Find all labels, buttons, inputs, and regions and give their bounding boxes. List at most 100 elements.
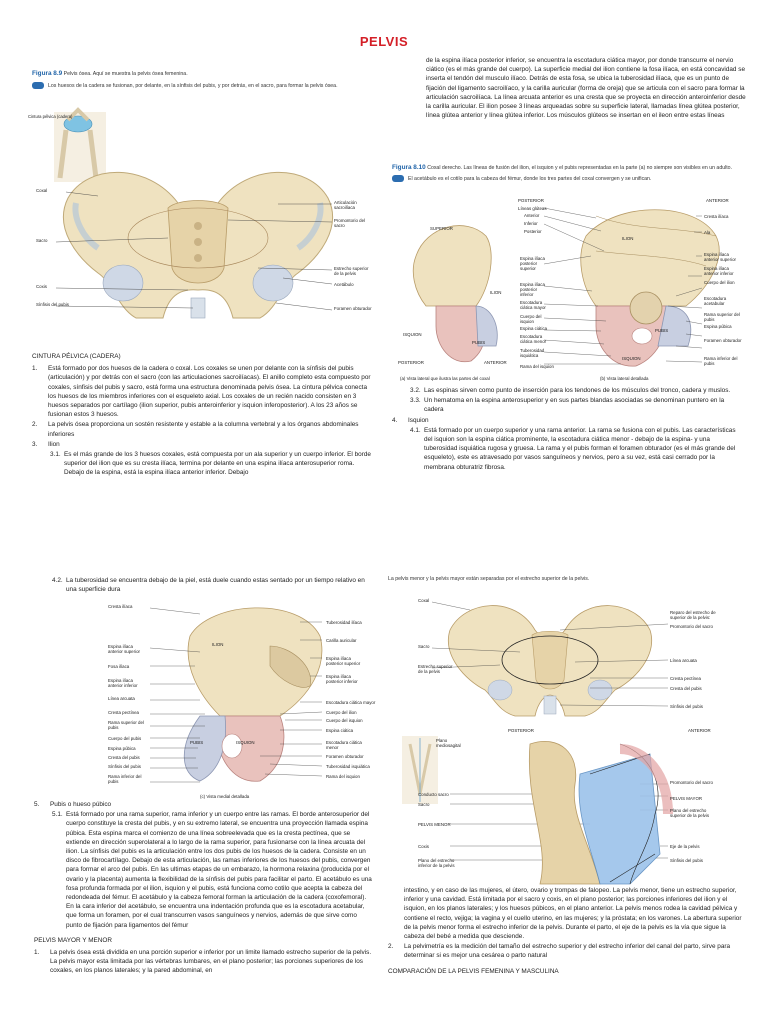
label-plano-sup: Plano del estrecho superior de la pelvis xyxy=(670,808,710,819)
label-anterior-a: ANTERIOR xyxy=(484,360,507,365)
ilion-continuation: de la espina ilíaca posterior inferior, … xyxy=(426,56,746,121)
label-rama-sup-pubis: Rama superior del pubis xyxy=(108,720,144,731)
label-ilion-a: ILION xyxy=(490,290,502,295)
pelvis-illustration xyxy=(54,107,334,319)
label-espina-post-inf: Espina ilíaca posterior inferior xyxy=(520,282,545,298)
coxal-b xyxy=(580,209,720,367)
label-espina-post-sup: Espina ilíaca posterior superior xyxy=(326,656,361,667)
label-anterior-l: Anterior xyxy=(524,213,540,218)
label-isquion: ISQUION xyxy=(236,740,255,745)
label-cresta-pectinea: Cresta pectínea xyxy=(108,710,139,715)
label-foramen: Foramen obturador xyxy=(334,306,372,311)
pelvis-sagittal-illustration xyxy=(402,736,673,885)
label-espina-ciatica: Espina ciática xyxy=(520,326,548,331)
label-promontorio2: Promontorio del sacro xyxy=(670,780,713,785)
pubis-section: 5.Pubis o hueso púbico 5.1.Está formado … xyxy=(34,800,374,977)
list-subitem: 3.1.Es el más grande de los 3 huesos cox… xyxy=(50,451,371,477)
label-pelvis-menor: PELVIS MENOR xyxy=(418,822,451,827)
label-anterior: ANTERIOR xyxy=(688,728,711,733)
label-rama-inf-pubis: Rama inferior del pubis xyxy=(108,774,142,785)
label-espina-ciatica: Espina ciática xyxy=(326,728,354,733)
label-cuerpo-isquion: Cuerpo del isquion xyxy=(326,718,363,723)
label-escotadura-mayor: Escotadura ciática mayor xyxy=(326,700,376,705)
ilion-isquion-section: 3.2.Las espinas sirven como punto de ins… xyxy=(392,386,744,473)
figure-caption: La pelvis menor y la pelvis mayor están … xyxy=(388,576,590,582)
label-acetabulo: Acetábulo xyxy=(334,282,354,287)
section-heading: CINTURA PÉLVICA (CADERA) xyxy=(32,353,121,360)
label-posterior-b: POSTERIOR xyxy=(518,198,544,203)
label-ala: Ala xyxy=(704,230,711,235)
cintura-pelvica-section: CINTURA PÉLVICA (CADERA) 1.Está formado … xyxy=(32,348,372,479)
figure-8-9-caption: Figura 8.9 Pelvis ósea. Aquí se muestra … xyxy=(32,70,362,90)
paragraph: intestino, y en caso de las mujeres, el … xyxy=(404,887,742,941)
figure-note: El acetábulo es el cotilo para la cabeza… xyxy=(408,175,652,182)
figure-label: Figura 8.10 xyxy=(392,164,426,171)
label-art-sacroiliaca: Articulación sacroilíaca xyxy=(334,200,357,211)
label-espina-ant-sup: Espina ilíaca anterior superior xyxy=(704,252,736,263)
label-promontorio: Promontorio del sacro xyxy=(334,218,365,229)
label-espina-post-inf: Espina ilíaca posterior inferior xyxy=(326,674,358,685)
tuberosidad-section: 4.2.La tuberosidad se encuentra debajo d… xyxy=(34,576,374,595)
label-estrecho: Estrecho superior de la pelvis xyxy=(334,266,369,277)
figure-caption: Pelvis ósea. Aquí se muestra la pelvis ó… xyxy=(63,71,188,77)
label-eje: Eje de la pelvis xyxy=(670,844,700,849)
list-item: 1.Está formado por dos huesos de la cade… xyxy=(32,365,371,419)
label-carilla: Carilla auricular xyxy=(326,638,357,643)
label-sacro: Sacro xyxy=(418,644,430,649)
label-escotadura-menor: Escotadura ciática menor xyxy=(520,334,547,345)
coxal-medial-illustration xyxy=(183,607,323,782)
section-heading: PELVIS MAYOR Y MENOR xyxy=(34,936,113,944)
list-item: 1.La pelvis ósea está dividida en una po… xyxy=(34,949,372,975)
label-coxal: Coxal xyxy=(36,188,48,193)
label-anterior-b: ANTERIOR xyxy=(706,198,729,203)
list-item: 2.La pelvis ósea proporciona un sostén r… xyxy=(32,421,359,438)
list-item: 5.Pubis o hueso púbico xyxy=(34,801,112,808)
label-inferior-l: Inferior xyxy=(524,221,538,226)
figure-subcaption-b: (b) Vista lateral detallada xyxy=(600,376,649,381)
figure-8-10-caption: Figura 8.10 Coxal derecho. Las líneas de… xyxy=(392,164,744,183)
label-sinfisis: Sínfisis del pubis xyxy=(108,764,141,769)
list-subitem: 4.1.Está formado por un cuerpo superior … xyxy=(410,426,736,471)
label-fosa-iliaca: Fosa ilíaca xyxy=(108,664,130,669)
label-isquion-b: ISQUION xyxy=(622,356,641,361)
label-cuerpo-ilion: Cuerpo del ilion xyxy=(704,280,735,285)
label-foramen-obt: Foramen obturador xyxy=(704,338,742,343)
label-ilion: ILION xyxy=(212,642,224,647)
label-lineas-gluteas: Líneas glúteas xyxy=(518,206,547,211)
label-cresta-pectinea: Cresta pectínea xyxy=(670,676,701,681)
label-foramen: Foramen obturador xyxy=(326,754,364,759)
pelvis-menor-section: intestino, y en caso de las mujeres, el … xyxy=(388,886,748,979)
label-escotadura-menor: Escotadura ciática menor xyxy=(326,740,362,751)
list-subitem: 3.2.Las espinas sirven como punto de ins… xyxy=(410,387,731,394)
page-title: PELVIS xyxy=(359,34,409,49)
label-conducto-sacro: Conducto sacro xyxy=(418,792,449,797)
label-plano-inf: Plano del estrecho inferior de la pelvis xyxy=(418,858,455,869)
label-posterior-a: POSTERIOR xyxy=(398,360,424,365)
label-cresta-iliaca: Cresta ilíaca xyxy=(108,604,133,609)
label-cuerpo-pubis: Cuerpo del pubis xyxy=(108,736,142,741)
figure-subcaption-a: (a) Vista lateral que ilustra las partes… xyxy=(400,376,490,381)
label-reparo: Reparo del estrecho de superior de la pe… xyxy=(670,610,716,621)
label-rama-isquion: Rama del isquion xyxy=(520,364,554,369)
label-estrecho-sup: Estrecho superior de la pelvis xyxy=(418,664,453,675)
label-promontorio: Promontorio del sacro xyxy=(670,624,713,629)
label-posterior-l: Posterior xyxy=(524,229,542,234)
label-plano-medio: Plano mediosagital xyxy=(436,738,461,749)
label-sacro2: Sacro xyxy=(418,802,430,807)
label-tuberosidad-isq: Tuberosidad isquiática xyxy=(326,764,370,769)
figure-caption: Coxal derecho. Las líneas de fusión del … xyxy=(427,165,733,171)
list-subitem: 5.1.Está formado por una rama superior, … xyxy=(52,811,372,929)
label-espina-ant-inf: Espina ilíaca anterior inferior xyxy=(704,266,734,277)
pelvis-mayor-menor-caption: La pelvis menor y la pelvis mayor están … xyxy=(388,576,748,583)
label-tuberosidad: Tuberosidad isquiática xyxy=(520,348,545,359)
label-pubis: PUBIS xyxy=(190,740,204,745)
medial-leader-lines xyxy=(149,607,323,783)
coxal-a xyxy=(412,225,498,363)
label-espina-post-sup: Espina ilíaca posterior superior xyxy=(520,256,545,272)
label-cresta-iliaca: Cresta ilíaca xyxy=(704,214,729,219)
label-sinfisis: Sínfisis del pubis xyxy=(670,704,703,709)
label-linea-arcuata: Línea arcuata xyxy=(108,696,135,701)
label-sacro: Sacro xyxy=(36,238,48,243)
label-espina-ant-sup: Espina ilíaca anterior superior xyxy=(108,644,140,655)
pelvis-anterior-illustration xyxy=(448,605,652,717)
